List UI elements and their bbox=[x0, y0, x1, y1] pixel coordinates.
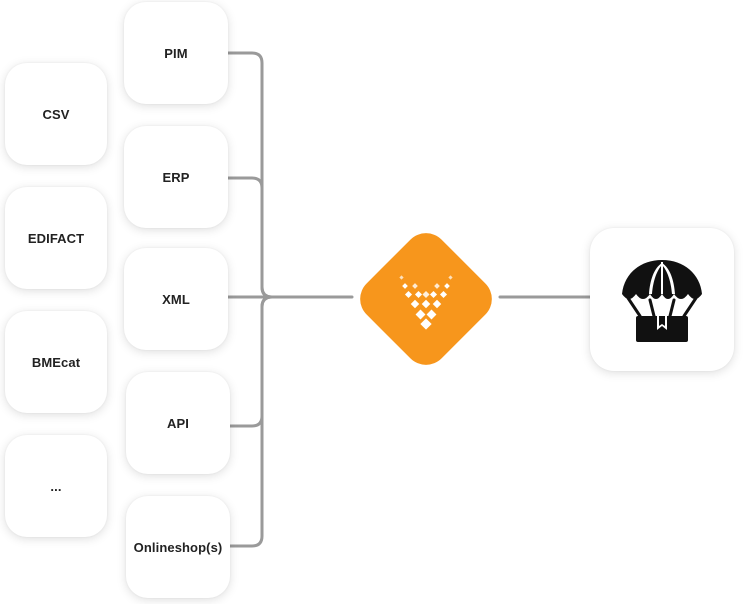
parachute-box-icon bbox=[622, 259, 702, 342]
hub-node bbox=[360, 233, 492, 365]
format-card-bmecat: BMEcat bbox=[5, 311, 107, 413]
source-card-api: API bbox=[126, 372, 230, 474]
format-card-csv: CSV bbox=[5, 63, 107, 165]
source-label-xml: XML bbox=[162, 291, 190, 307]
connector-pim bbox=[226, 51, 274, 299]
source-card-onlineshops: Onlineshop(s) bbox=[126, 496, 230, 598]
target-card bbox=[590, 228, 734, 371]
format-label-more: ... bbox=[50, 478, 62, 494]
source-label-erp: ERP bbox=[162, 169, 190, 185]
hub-diamond bbox=[360, 233, 492, 365]
format-label-edifact: EDIFACT bbox=[27, 230, 85, 246]
format-label-csv: CSV bbox=[42, 106, 70, 122]
connector-onlineshop bbox=[226, 295, 274, 548]
source-label-api: API bbox=[167, 415, 189, 431]
format-card-more: ... bbox=[5, 435, 107, 537]
format-card-edifact: EDIFACT bbox=[5, 187, 107, 289]
source-label-pim: PIM bbox=[164, 45, 188, 61]
source-card-erp: ERP bbox=[124, 126, 228, 228]
format-label-bmecat: BMEcat bbox=[31, 354, 81, 370]
source-label-onlineshops: Onlineshop(s) bbox=[133, 539, 223, 555]
source-card-xml: XML bbox=[124, 248, 228, 350]
source-card-pim: PIM bbox=[124, 2, 228, 104]
connector-erp bbox=[226, 176, 274, 299]
connector-api bbox=[226, 295, 274, 428]
